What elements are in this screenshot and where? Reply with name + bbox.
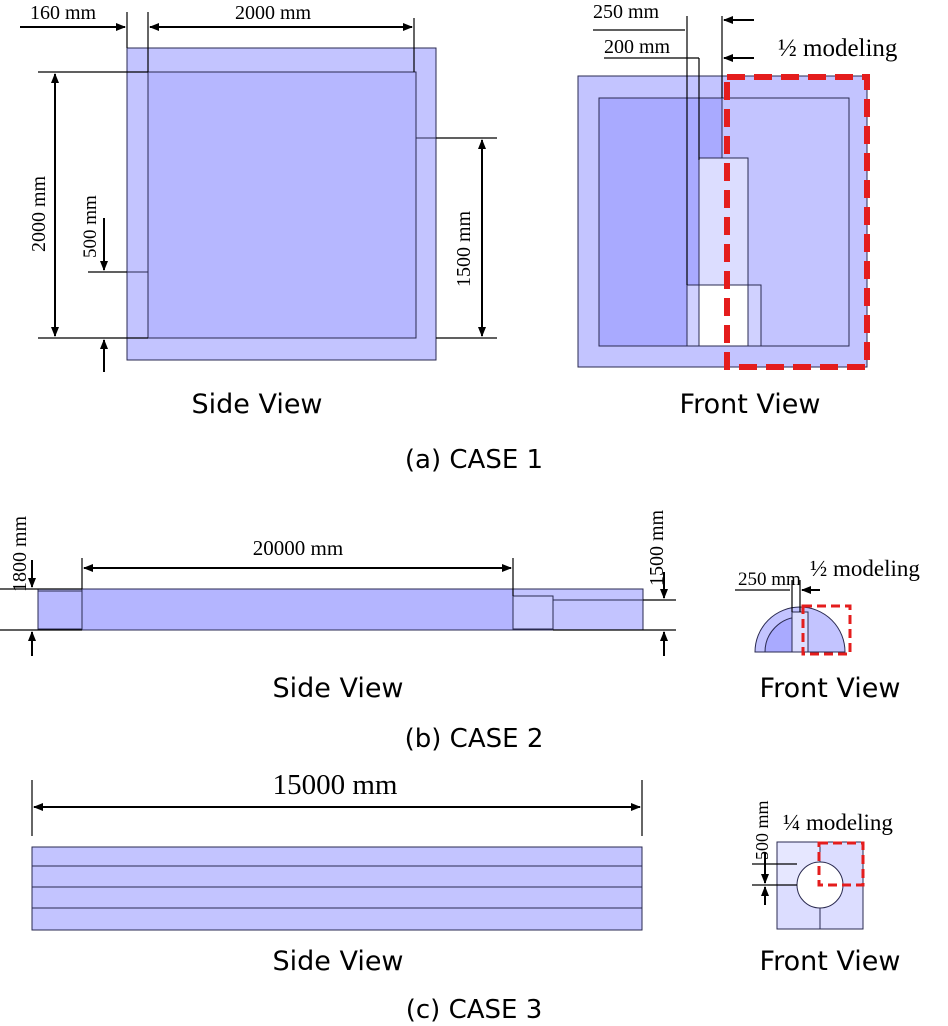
case2-front-shaft [791, 611, 809, 653]
case1-dim-200-label: 200 mm [604, 36, 671, 58]
case1-dim-250-label: 250 mm [593, 1, 660, 23]
case2-side-caption: Side View [272, 673, 403, 704]
case1-dim-500-label: 500 mm [80, 195, 101, 258]
case1-side-inner-chamber [147, 71, 417, 339]
case2-front-view: 250 mm ½ modeling Front View [735, 556, 920, 704]
case1-dim-2000-left-label: 2000 mm [28, 175, 50, 252]
case1-dim-2000-top-label: 2000 mm [235, 2, 312, 24]
case3-side-view: 15000 mm Side View [31, 769, 643, 977]
case3-quarter-model-region [817, 841, 865, 887]
case2-dim-250-label: 250 mm [738, 569, 801, 590]
case3-dim-500-label: 500 mm [752, 800, 772, 860]
case3-front-view: 500 mm ¼ modeling Front View [752, 800, 900, 977]
case2-side-left-chamber [37, 590, 83, 630]
case1-side-caption: Side View [191, 389, 322, 420]
case2-dim-1800-label: 1800 mm [9, 515, 31, 592]
case1-front-opening [698, 284, 749, 347]
case2-front-caption: Front View [760, 673, 901, 704]
case1-side-view: 160 mm 2000 mm 2000 mm 500 mm 1500 mm Si… [20, 2, 497, 420]
case1-dim-1500-label: 1500 mm [453, 210, 475, 287]
case2-dim-20000-label: 20000 mm [253, 536, 343, 560]
case3-modeling-label: ¼ modeling [783, 810, 893, 835]
case1-dim-160-label: 160 mm [30, 2, 97, 24]
case2-label: (b) CASE 2 [405, 724, 544, 754]
case1-half-model-region [724, 74, 870, 370]
case1-front-view: 250 mm 200 mm ½ modeling Front View [577, 1, 898, 420]
case3-label: (c) CASE 3 [406, 995, 543, 1025]
case2-modeling-label: ½ modeling [810, 556, 920, 581]
case2-side-main-section [81, 588, 514, 631]
case3-side-tunnel [31, 846, 643, 931]
case1-label: (a) CASE 1 [405, 445, 543, 475]
case1-modeling-label: ½ modeling [778, 35, 898, 62]
case2-side-right-block [512, 595, 554, 630]
case2-side-view: 1800 mm 20000 mm 1500 mm Side View [0, 509, 676, 704]
case2-dim-1500-label: 1500 mm [646, 509, 668, 586]
case3-front-caption: Front View [760, 946, 901, 977]
case3-side-caption: Side View [272, 946, 403, 977]
case2-half-model-region [801, 604, 852, 656]
case1-front-caption: Front View [680, 389, 821, 420]
case3-dim-15000-label: 15000 mm [273, 769, 398, 801]
